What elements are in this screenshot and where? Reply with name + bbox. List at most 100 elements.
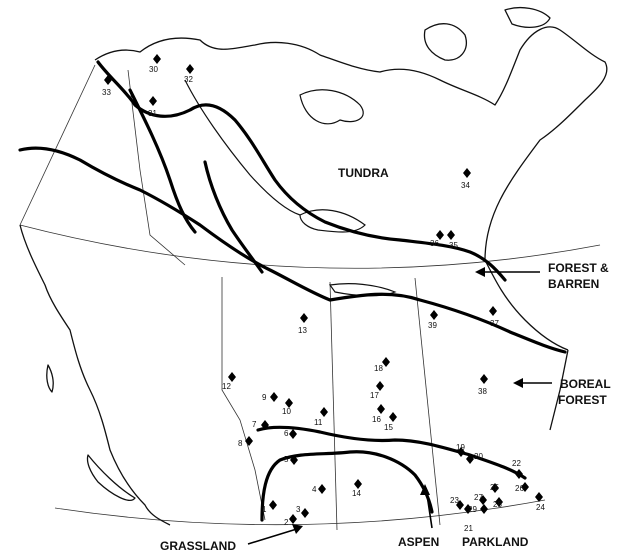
site-label-33: 33 (102, 88, 111, 97)
site-label-16: 16 (372, 415, 381, 424)
site-label-17: 17 (370, 391, 379, 400)
tree-line-north (96, 60, 507, 282)
grassland-boundary (260, 450, 434, 522)
bc-alberta-boundary (221, 277, 266, 521)
site-marker-28 (495, 497, 503, 507)
provinces-south-boundary (54, 499, 546, 526)
zone-boundaries (18, 60, 567, 522)
political-boundaries (19, 64, 601, 531)
vancouver-island (86, 454, 136, 501)
region-labels: TUNDRA FOREST & BARREN BOREAL FOREST GRA… (160, 166, 611, 553)
site-label-4: 4 (312, 485, 317, 494)
site-label-31: 31 (148, 109, 157, 118)
site-marker-11 (320, 407, 328, 417)
yukon-border (127, 69, 186, 266)
site-marker-23 (456, 500, 464, 510)
site-marker-39 (430, 310, 438, 320)
aspen-north-boundary (256, 425, 527, 480)
site-label-13: 13 (298, 326, 307, 335)
site-label-10: 10 (282, 407, 291, 416)
site-marker-26 (521, 482, 529, 492)
label-forest-barren-1: FOREST & (548, 261, 609, 275)
arrow-grassland-head (292, 524, 303, 534)
alberta-sask-boundary (329, 281, 338, 531)
haida-gwaii (46, 364, 54, 393)
site-marker-6 (289, 429, 297, 439)
lake-athabasca (328, 283, 397, 297)
site-label-30: 30 (149, 65, 158, 74)
label-parkland: PARKLAND (462, 535, 529, 549)
site-marker-8 (245, 436, 253, 446)
forest-tundra-south (18, 146, 567, 354)
label-boreal-1: BOREAL (560, 377, 611, 391)
site-marker-15 (389, 412, 397, 422)
arrow-boreal-head (513, 378, 523, 388)
site-label-35: 35 (449, 241, 458, 250)
site-marker-9 (270, 392, 278, 402)
label-boreal-2: FOREST (558, 393, 607, 407)
site-marker-4 (318, 484, 326, 494)
site-marker-5 (290, 455, 298, 465)
site-markers: 1234567891011121314151617181920212223242… (102, 54, 545, 533)
site-label-5: 5 (284, 455, 289, 464)
mackenzie-river (184, 79, 301, 216)
site-marker-16 (377, 404, 385, 414)
site-label-37: 37 (490, 319, 499, 328)
site-marker-25 (491, 483, 499, 493)
site-label-6: 6 (284, 429, 289, 438)
site-marker-20 (466, 454, 474, 464)
site-marker-14 (354, 479, 362, 489)
site-label-36: 36 (430, 239, 439, 248)
north-boundary-west (19, 64, 96, 226)
great-bear-lake (299, 89, 364, 125)
rivers-lakes (184, 79, 397, 297)
site-marker-37 (489, 306, 497, 316)
site-marker-2 (289, 514, 297, 524)
site-label-32: 32 (184, 75, 193, 84)
site-marker-33 (104, 75, 112, 85)
site-marker-24 (535, 492, 543, 502)
site-label-20: 20 (474, 452, 483, 461)
sask-manitoba-boundary (414, 277, 441, 526)
site-marker-27 (479, 495, 487, 505)
label-tundra: TUNDRA (338, 166, 389, 180)
site-marker-18 (382, 357, 390, 367)
coastlines (19, 7, 608, 526)
site-label-19: 19 (456, 443, 465, 452)
site-label-9: 9 (262, 393, 267, 402)
site-marker-7 (261, 420, 269, 430)
site-marker-13 (300, 313, 308, 323)
site-label-15: 15 (384, 423, 393, 432)
site-label-26: 26 (515, 484, 524, 493)
mountain-boundary-b (203, 160, 264, 274)
site-marker-10 (285, 398, 293, 408)
great-slave-lake (299, 209, 366, 233)
site-marker-32 (186, 64, 194, 74)
label-grassland: GRASSLAND (160, 539, 236, 553)
hudson-bay-coast (549, 349, 569, 431)
territory-south-boundary (19, 224, 601, 269)
site-marker-19 (457, 447, 465, 457)
site-label-1: 1 (262, 505, 267, 514)
site-label-3: 3 (296, 505, 301, 514)
site-label-7: 7 (252, 420, 257, 429)
site-marker-29 (480, 504, 488, 514)
label-arrows (247, 267, 552, 545)
arrow-grassland (247, 527, 301, 545)
site-marker-1 (269, 500, 277, 510)
site-label-38: 38 (478, 387, 487, 396)
site-marker-35 (447, 230, 455, 240)
site-label-27: 27 (474, 493, 483, 502)
site-marker-34 (463, 168, 471, 178)
site-label-11: 11 (314, 418, 323, 427)
arrow-forest-barren-head (475, 267, 485, 277)
site-label-2: 2 (284, 518, 289, 527)
site-label-28: 28 (493, 500, 502, 509)
site-marker-31 (149, 96, 157, 106)
site-marker-12 (228, 372, 236, 382)
site-label-22: 22 (512, 459, 521, 468)
site-marker-38 (480, 374, 488, 384)
arctic-island-1 (423, 23, 467, 61)
site-label-21: 21 (464, 524, 473, 533)
